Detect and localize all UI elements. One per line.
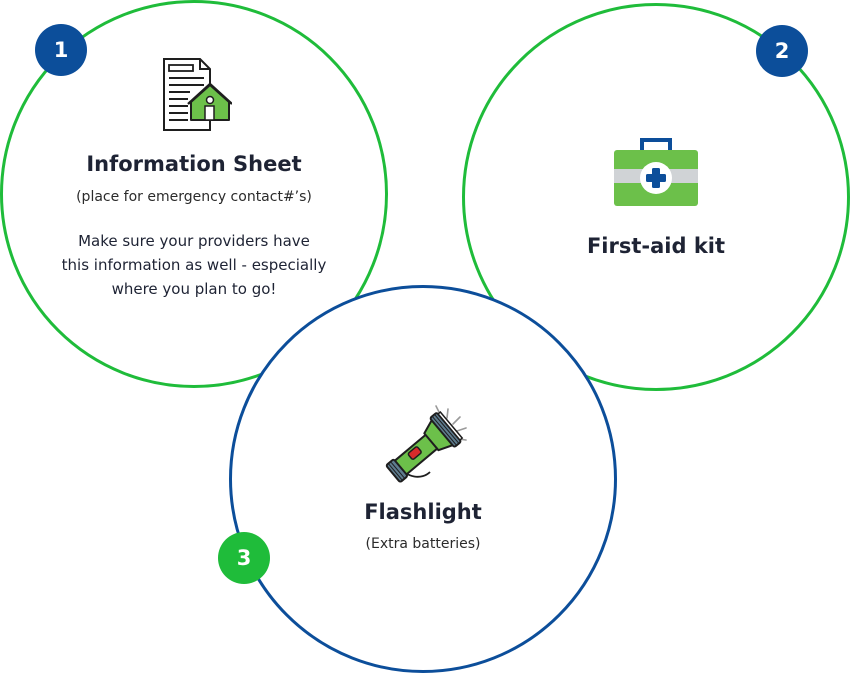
item-2-number-badge: 2 <box>756 25 808 77</box>
item-1-description: Make sure your providers have this infor… <box>24 229 364 301</box>
item-3-subtitle: (Extra batteries) <box>365 536 481 552</box>
item-3-title: Flashlight <box>364 500 482 524</box>
item-1-title: Information Sheet <box>86 152 302 176</box>
item-1-description-line: where you plan to go! <box>111 280 277 298</box>
item-1-description-line: this information as well - especially <box>61 256 327 274</box>
item-1-number-badge: 1 <box>35 24 87 76</box>
item-2-circle <box>462 3 850 391</box>
item-2-title: First-aid kit <box>586 234 726 258</box>
item-1-description-line: Make sure your providers have <box>78 232 310 250</box>
first-aid-kit-icon <box>614 138 698 206</box>
item-1-subtitle: (place for emergency contact#’s) <box>76 189 312 205</box>
item-1-circle <box>0 0 388 388</box>
document-house-icon <box>163 58 232 131</box>
flashlight-icon <box>385 405 467 483</box>
item-3-circle <box>229 285 617 673</box>
item-3-number-badge: 3 <box>218 532 270 584</box>
